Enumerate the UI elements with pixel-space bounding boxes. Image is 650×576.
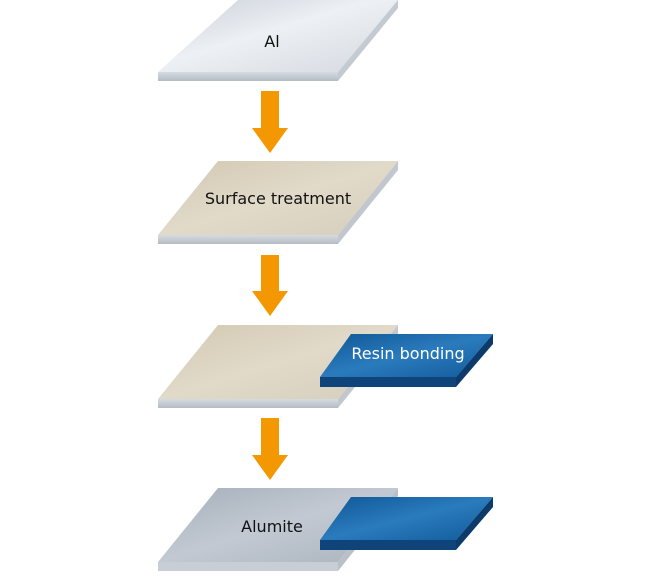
resin-block-front <box>320 377 456 387</box>
resin-block-side <box>456 334 493 387</box>
resin-block-front-2 <box>320 540 456 550</box>
plate-resin-bonding-stage: Resin bonding <box>158 325 493 408</box>
plate-al-top <box>158 0 398 72</box>
plate-al-side <box>338 0 398 81</box>
plate-al-label: Al <box>264 32 279 51</box>
arrow-down-icon <box>252 418 288 480</box>
plate-alumite-front <box>158 562 338 571</box>
arrow-down-icon <box>252 255 288 316</box>
resin-block-side-2 <box>456 497 493 550</box>
plate-alumite-label: Alumite <box>241 517 303 536</box>
plate-surface-treatment-side <box>338 161 398 244</box>
arrow-down-icon <box>252 91 288 153</box>
arrow-down-1 <box>252 91 288 153</box>
plate-alumite: Alumite <box>158 488 493 571</box>
resin-block-top <box>320 334 493 377</box>
plate-al: Al <box>158 0 398 81</box>
resin-bonding-label: Resin bonding <box>351 344 464 363</box>
plate-surface-treatment-front <box>158 235 338 244</box>
plate-surface-treatment-top <box>158 161 398 235</box>
arrow-down-3 <box>252 418 288 480</box>
plate-surface-treatment: Surface treatment <box>158 161 398 244</box>
plate-treated-front <box>158 399 338 408</box>
resin-block-top-2 <box>320 497 493 540</box>
plate-surface-treatment-label: Surface treatment <box>205 189 351 208</box>
arrow-down-2 <box>252 255 288 316</box>
plate-al-front <box>158 72 338 81</box>
